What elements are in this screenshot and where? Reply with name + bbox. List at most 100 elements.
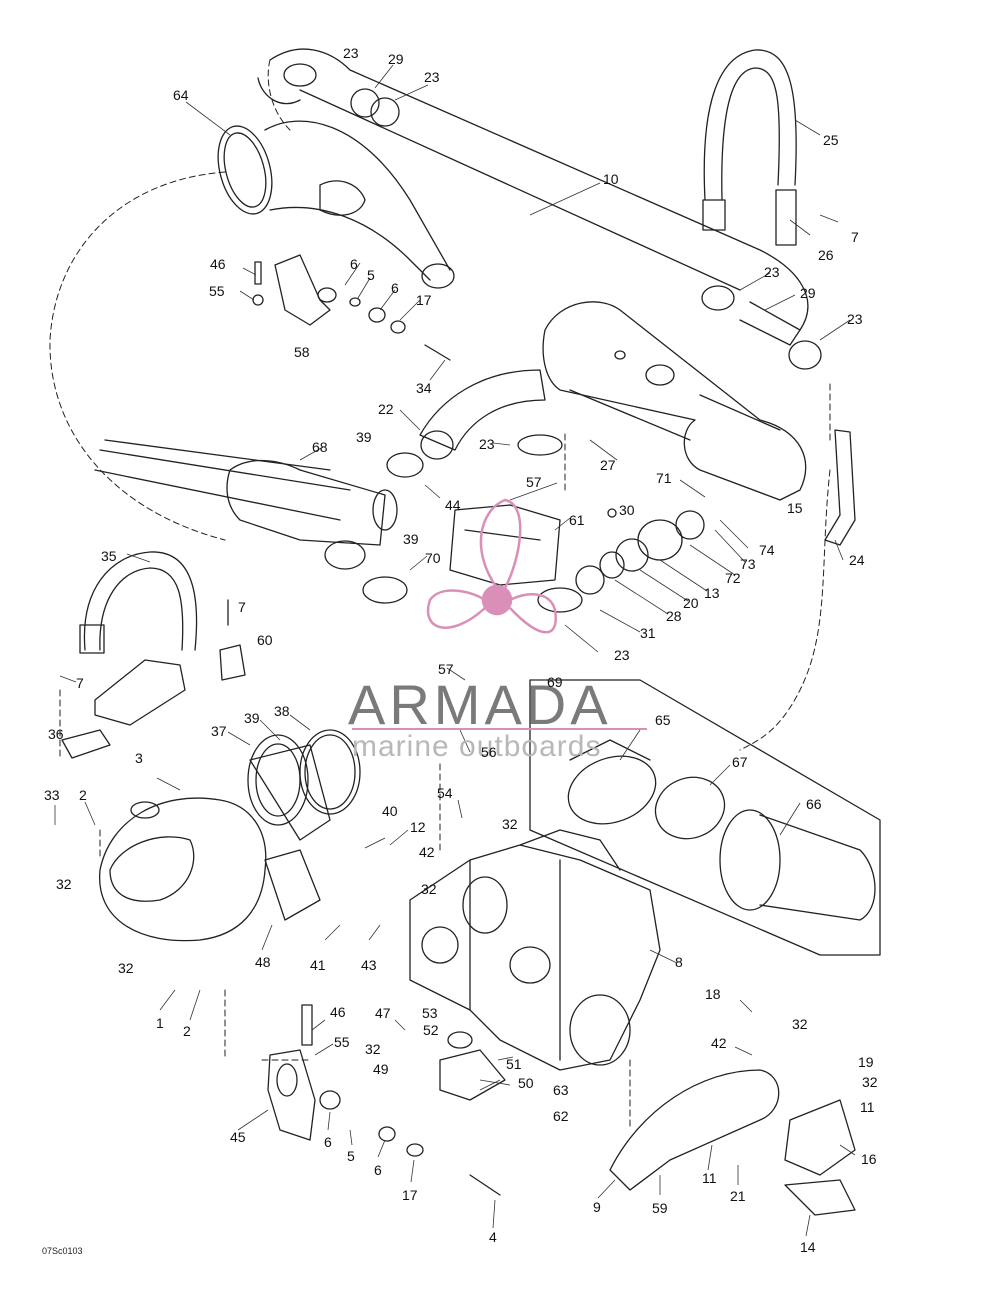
callout-label: 40 xyxy=(382,803,398,819)
bracket-61 xyxy=(449,504,561,586)
callout-label: 73 xyxy=(740,556,756,572)
strap-25 xyxy=(702,49,797,246)
callout-label: 68 xyxy=(312,439,328,455)
watermark-divider xyxy=(352,728,647,730)
callout-label: 32 xyxy=(502,816,518,832)
callout-label: 34 xyxy=(416,380,432,396)
bracket-60 xyxy=(219,599,246,681)
callout-label: 24 xyxy=(849,552,865,568)
callout-label: 38 xyxy=(274,703,290,719)
engine-8 xyxy=(409,829,661,1071)
callout-label: 15 xyxy=(787,500,803,516)
callout-label: 49 xyxy=(373,1061,389,1077)
callout-label: 41 xyxy=(310,957,326,973)
leader-lines xyxy=(54,64,856,1237)
callout-label: 25 xyxy=(823,132,839,148)
callout-label: 53 xyxy=(422,1005,438,1021)
callout-label: 9 xyxy=(593,1199,601,1215)
callout-label: 20 xyxy=(683,595,699,611)
callout-label: 54 xyxy=(437,785,453,801)
callout-label: 42 xyxy=(711,1035,727,1051)
callout-label: 46 xyxy=(330,1004,346,1020)
callout-label: 32 xyxy=(56,876,72,892)
exhaust-manifold-3 xyxy=(99,797,321,942)
pipes-68 xyxy=(94,439,408,604)
clamp-67 xyxy=(654,776,726,840)
callout-label: 62 xyxy=(553,1108,569,1124)
callout-label: 23 xyxy=(764,264,780,280)
callout-label: 5 xyxy=(367,267,375,283)
callout-label: 8 xyxy=(675,954,683,970)
cover-66 xyxy=(719,809,876,921)
watermark-brand: ARMADA xyxy=(348,673,612,736)
callout-label: 10 xyxy=(603,171,619,187)
callout-label: 11 xyxy=(860,1099,875,1115)
bracket-58 xyxy=(252,254,451,361)
callout-label: 37 xyxy=(211,723,227,739)
callout-label: 7 xyxy=(238,599,246,615)
callout-label: 31 xyxy=(640,625,656,641)
callout-label: 22 xyxy=(378,401,394,417)
strap-35 xyxy=(79,551,198,726)
propeller-logo-watermark xyxy=(426,498,558,634)
flame-arrester-65 xyxy=(567,739,657,825)
callout-label: 7 xyxy=(851,229,859,245)
engine-mount-51 xyxy=(439,1031,506,1101)
callout-label: 48 xyxy=(255,954,271,970)
callout-label: 26 xyxy=(818,247,834,263)
callout-label: 14 xyxy=(800,1239,816,1255)
bracket-36 xyxy=(61,729,111,759)
callout-label: 52 xyxy=(423,1022,439,1038)
callout-label: 18 xyxy=(705,986,721,1002)
callout-label: 28 xyxy=(666,608,682,624)
callout-label: 29 xyxy=(800,285,816,301)
callout-label: 23 xyxy=(424,69,440,85)
callout-label: 17 xyxy=(416,292,432,308)
flame-arrester-box xyxy=(529,679,881,956)
callout-label: 59 xyxy=(652,1200,668,1216)
callout-label: 6 xyxy=(391,280,399,296)
callout-label: 7 xyxy=(76,675,84,691)
callout-label: 72 xyxy=(725,570,741,586)
callout-label: 42 xyxy=(419,844,435,860)
callout-label: 55 xyxy=(209,283,225,299)
callout-label: 23 xyxy=(343,45,359,61)
callout-label: 3 xyxy=(135,750,143,766)
callout-label: 71 xyxy=(656,470,672,486)
callout-label: 23 xyxy=(614,647,630,663)
drawing-code: 07Sc0103 xyxy=(42,1246,83,1256)
callout-label: 47 xyxy=(375,1005,391,1021)
callout-label: 5 xyxy=(347,1148,355,1164)
callout-label: 63 xyxy=(553,1082,569,1098)
callout-label: 29 xyxy=(388,51,404,67)
support-16 xyxy=(784,1099,856,1176)
callout-label: 65 xyxy=(655,712,671,728)
callout-label: 30 xyxy=(619,502,635,518)
callout-label: 60 xyxy=(257,632,273,648)
ride-plate-59 xyxy=(609,1069,780,1191)
callout-label: 56 xyxy=(481,744,497,760)
watermark-tagline: marine outboards xyxy=(352,730,602,763)
muffler-27 xyxy=(542,301,807,501)
callout-label: 64 xyxy=(173,87,189,103)
callout-label: 61 xyxy=(569,512,585,528)
callout-label: 4 xyxy=(489,1229,497,1245)
callout-label: 17 xyxy=(402,1187,418,1203)
callout-label: 43 xyxy=(361,957,377,973)
callout-label: 39 xyxy=(244,710,260,726)
bracket-45 xyxy=(267,1004,501,1196)
callout-label: 35 xyxy=(101,548,117,564)
callout-label: 11 xyxy=(702,1170,717,1186)
exhaust-pipe-10 xyxy=(257,48,822,370)
callout-label: 74 xyxy=(759,542,775,558)
callout-label: 6 xyxy=(374,1162,382,1178)
intake-sleeves xyxy=(537,508,705,613)
callout-label: 21 xyxy=(730,1188,746,1204)
callout-label: 13 xyxy=(704,585,720,601)
callout-label: 1 xyxy=(156,1015,164,1031)
callout-label: 70 xyxy=(425,550,441,566)
callout-label: 44 xyxy=(445,497,461,513)
callout-label: 2 xyxy=(79,787,87,803)
bracket-24 xyxy=(824,429,856,546)
